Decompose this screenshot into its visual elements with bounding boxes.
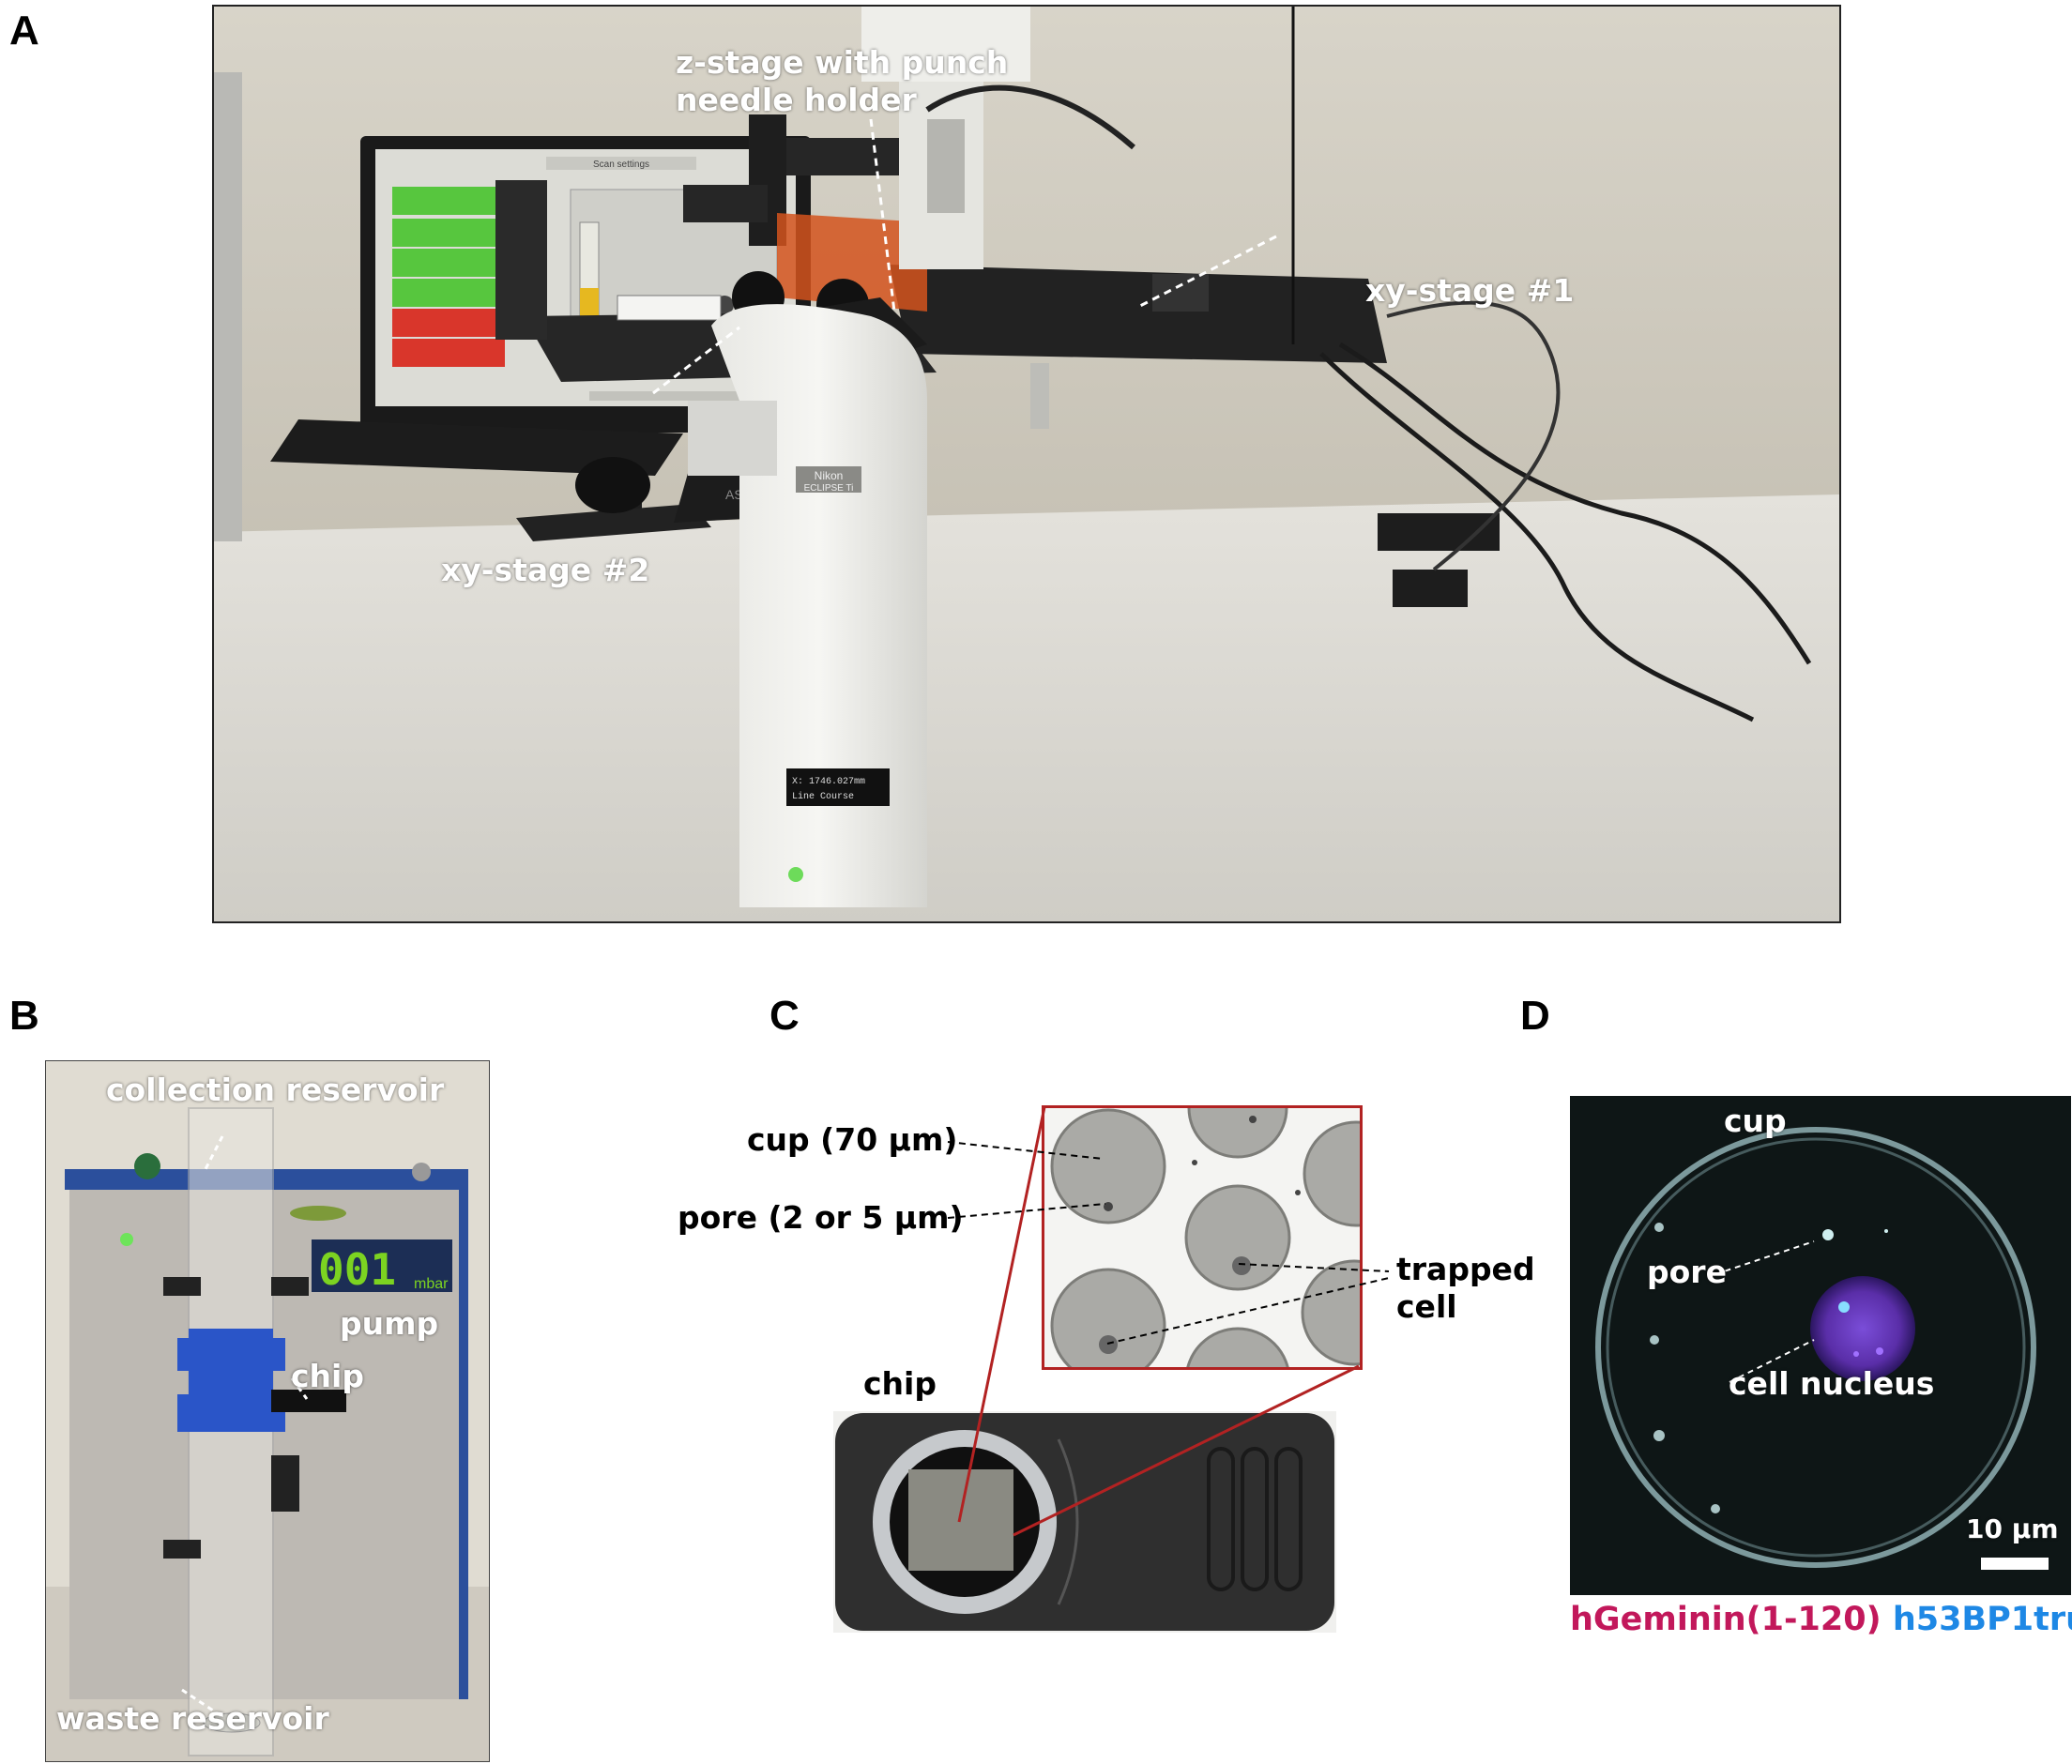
channel-legend: hGeminin(1-120) h53BP1trunc (1570, 1601, 2072, 1638)
label-pore-c: pore (2 or 5 μm) (678, 1199, 964, 1236)
label-cell-nucleus: cell nucleus (1729, 1365, 1935, 1402)
xy-stage-1 (890, 265, 1387, 363)
label-chip-b: chip (291, 1358, 364, 1394)
keyboard (270, 419, 683, 476)
scale-bar (1981, 1558, 2049, 1570)
panel-letter-c: C (769, 993, 800, 1039)
channel-hgeminin: hGeminin(1-120) (1570, 1601, 1882, 1638)
label-xy-stage-1: xy-stage #1 (1365, 272, 1575, 309)
panel-letter-d: D (1520, 993, 1550, 1039)
microscope-brand: Nikon (815, 469, 844, 482)
channel-h53bp1: h53BP1trunc (1892, 1601, 2072, 1638)
chip-membrane (908, 1469, 1013, 1571)
chip-illustration (835, 1413, 1334, 1631)
label-z-stage: z-stage with punch needle holder (676, 44, 1008, 118)
label-waste-reservoir: waste reservoir (56, 1700, 329, 1737)
label-collection-reservoir: collection reservoir (106, 1072, 445, 1108)
label-pump: pump (340, 1305, 439, 1342)
panel-d-fluorescence (1570, 1096, 2071, 1595)
panel-letter-a: A (9, 8, 39, 53)
microscope-head (861, 7, 1030, 82)
pump-display-value: 001 (318, 1244, 396, 1295)
scope-display-line-1: X: 1746.027mm (792, 777, 865, 787)
panel-a-photo: Scan settings ASI (212, 5, 1841, 923)
pump-display (312, 1239, 452, 1292)
cell-nucleus (1810, 1276, 1915, 1381)
microscope-model: ECLIPSE Ti (804, 483, 854, 494)
panel-c-chip-photo (833, 1411, 1336, 1633)
label-z-stage-line-2: needle holder (676, 81, 917, 118)
label-pore-d: pore (1647, 1254, 1727, 1290)
label-z-stage-line-1: z-stage with punch (676, 44, 1009, 81)
lab-setup-illustration: Scan settings ASI (214, 7, 1839, 921)
label-trapped-line-2: cell (1396, 1287, 1457, 1325)
label-cup-d: cup (1724, 1102, 1787, 1139)
label-scale-bar: 10 μm (1966, 1513, 2059, 1544)
cup-ring (1595, 1127, 2036, 1568)
label-chip-c: chip (863, 1365, 937, 1402)
label-cup-c: cup (70 μm) (747, 1121, 958, 1158)
pump-illustration: 001 mbar (46, 1061, 489, 1761)
label-trapped-cell: trapped cell (1396, 1251, 1535, 1325)
chip-holder (271, 1390, 346, 1412)
microscope-body (711, 304, 927, 908)
mouse (575, 457, 650, 513)
scope-display-line-2: Line Course (792, 791, 854, 802)
cup-array-micrograph (1044, 1108, 1360, 1367)
label-trapped-line-1: trapped (1396, 1251, 1535, 1287)
panel-letter-b: B (9, 993, 39, 1039)
pump-display-unit: mbar (414, 1276, 449, 1292)
panel-b-photo: 001 mbar (45, 1060, 490, 1762)
monitor-title: Scan settings (593, 160, 649, 170)
panel-c-inset (1042, 1105, 1363, 1370)
label-xy-stage-2: xy-stage #2 (441, 552, 650, 588)
fluorescence-micrograph (1570, 1096, 2071, 1595)
